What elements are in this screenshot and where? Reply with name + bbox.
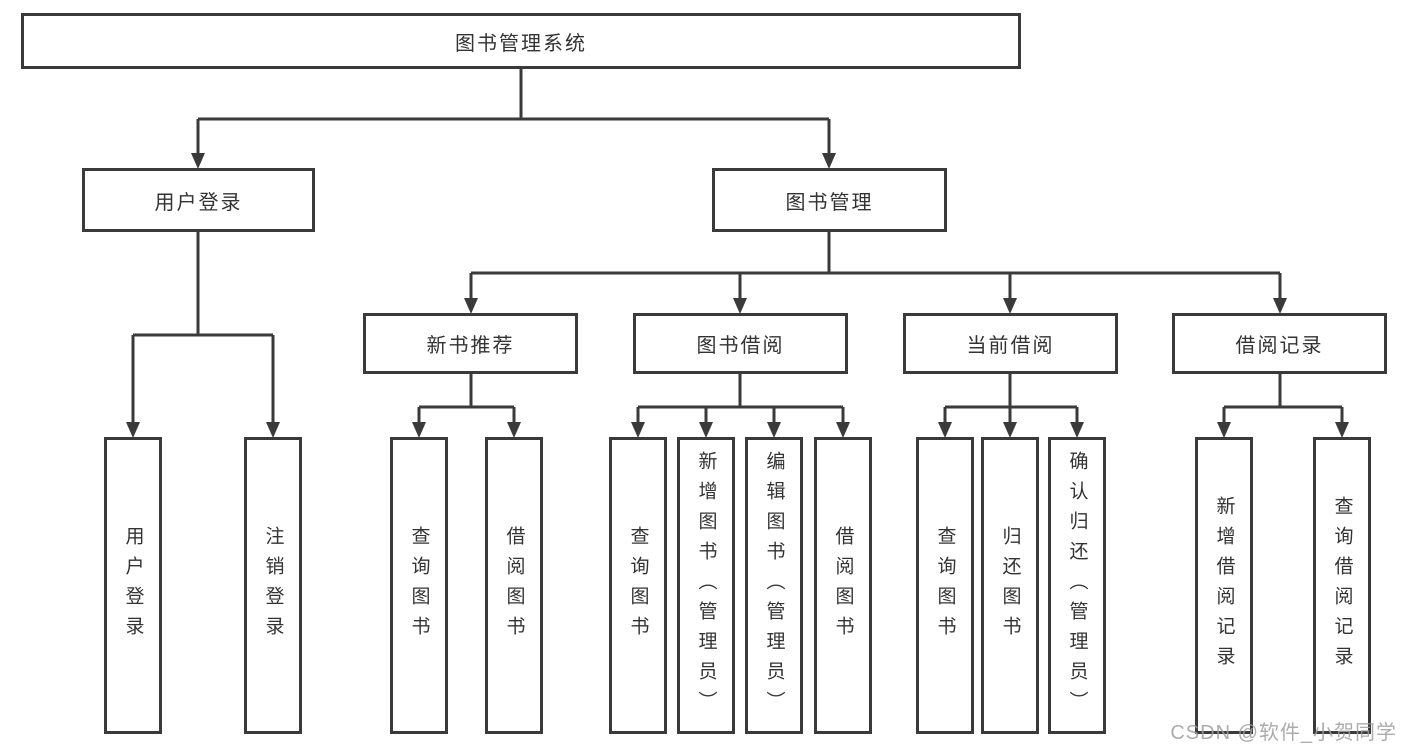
node-label: 查询图书 xyxy=(627,525,649,646)
node-leaf-logout: 注销登录 xyxy=(244,437,302,734)
node-label: 查询图书 xyxy=(408,525,430,646)
node-book-management: 图书管理 xyxy=(712,168,947,232)
node-label: 新增图书（管理员） xyxy=(695,450,717,721)
node-leaf-borrow-books: 借阅图书 xyxy=(814,437,872,734)
node-leaf-query-books: 查询图书 xyxy=(390,437,448,734)
node-label: 借阅图书 xyxy=(832,525,854,646)
node-label: 归还图书 xyxy=(999,525,1021,646)
node-label: 当前借阅 xyxy=(966,335,1055,357)
node-new-book-recommend: 新书推荐 xyxy=(363,313,578,374)
node-borrowing-records: 借阅记录 xyxy=(1172,313,1387,374)
node-leaf-edit-books-admin: 编辑图书（管理员） xyxy=(745,437,803,734)
node-label: 查询借阅记录 xyxy=(1331,495,1353,676)
node-label: 用户登录 xyxy=(122,525,144,646)
node-leaf-add-borrow-record: 新增借阅记录 xyxy=(1195,437,1253,734)
node-label: 确认归还（管理员） xyxy=(1066,450,1088,721)
node-label: 借阅图书 xyxy=(503,525,525,646)
node-leaf-query-books: 查询图书 xyxy=(609,437,667,734)
node-current-borrowing: 当前借阅 xyxy=(903,313,1118,374)
node-label: 图书借阅 xyxy=(696,335,785,357)
node-label: 借阅记录 xyxy=(1235,335,1324,357)
csdn-watermark: CSDN @软件_小贺同学 xyxy=(1170,722,1397,744)
node-label: 用户登录 xyxy=(154,191,243,214)
node-leaf-add-books-admin: 新增图书（管理员） xyxy=(677,437,735,734)
node-user-login: 用户登录 xyxy=(82,168,315,232)
node-leaf-query-books: 查询图书 xyxy=(916,437,974,734)
node-label: 查询图书 xyxy=(934,525,956,646)
node-leaf-confirm-return-admin: 确认归还（管理员） xyxy=(1048,437,1106,734)
node-leaf-query-borrow-record: 查询借阅记录 xyxy=(1313,437,1371,734)
node-label: 编辑图书（管理员） xyxy=(763,450,785,721)
node-label: 注销登录 xyxy=(262,525,284,646)
node-label: 新书推荐 xyxy=(426,335,515,357)
arrowheads xyxy=(126,153,1349,438)
node-book-borrowing: 图书借阅 xyxy=(633,313,848,374)
node-leaf-user-login: 用户登录 xyxy=(104,437,162,734)
node-label: 图书管理 xyxy=(785,191,874,214)
node-label: 图书管理系统 xyxy=(455,32,587,55)
node-library-system: 图书管理系统 xyxy=(21,13,1021,69)
node-leaf-return-books: 归还图书 xyxy=(981,437,1039,734)
node-leaf-borrow-books: 借阅图书 xyxy=(485,437,543,734)
node-label: 新增借阅记录 xyxy=(1213,495,1235,676)
